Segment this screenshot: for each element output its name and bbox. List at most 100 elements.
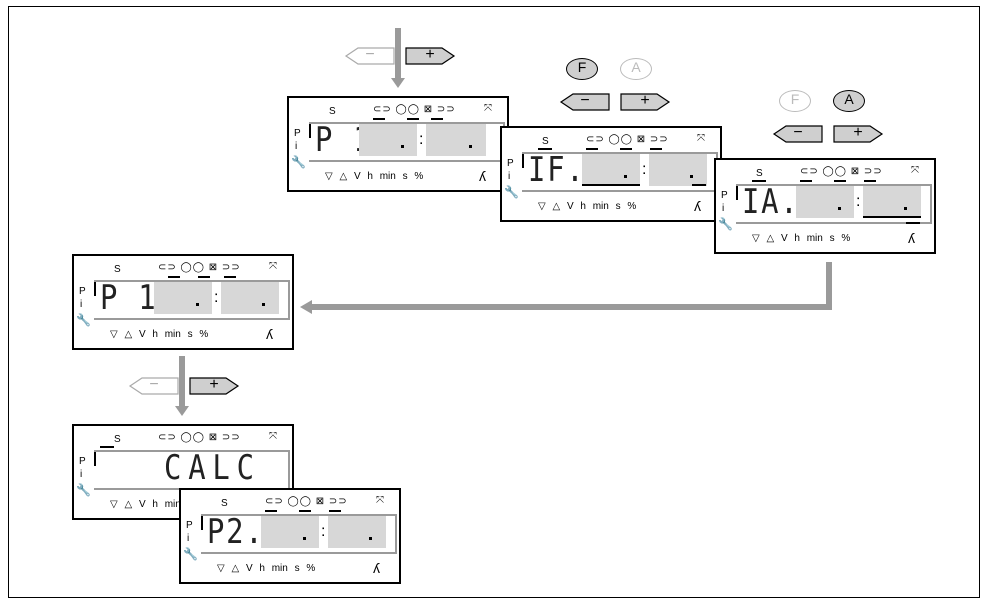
- underline-bar: [692, 184, 706, 186]
- minus-button-inactive[interactable]: −: [128, 376, 180, 396]
- lcd-frame: [736, 184, 932, 224]
- lambda-icon: ʎ: [373, 560, 380, 576]
- segment-code: P2.: [207, 512, 265, 552]
- value-field-1: [796, 186, 854, 218]
- segment-bar: [834, 180, 846, 182]
- minus-button[interactable]: −: [772, 124, 824, 144]
- decimal-point: [904, 207, 907, 210]
- down-arrow-head: [175, 406, 189, 416]
- segment-bar: [373, 118, 385, 120]
- display-panel-p2: S ⊂⊃ ◯◯ ⊠ ⊃⊃ ⤧ P i 🔧 P2. : ▽ △ V h min s…: [179, 488, 401, 584]
- wrench-icon: 🔧: [291, 155, 306, 169]
- f-button-inactive[interactable]: F: [779, 90, 811, 112]
- colon-separator: :: [321, 523, 326, 540]
- plus-button[interactable]: +: [619, 92, 671, 112]
- p-label: P: [79, 286, 86, 297]
- display-panel-if: S ⊂⊃ ◯◯ ⊠ ⊃⊃ ⤧ P i 🔧 IF. : ▽ △ V h min s…: [500, 126, 722, 222]
- colon-separator: :: [214, 289, 219, 306]
- i-label: i: [508, 171, 511, 182]
- segment-bar: [265, 510, 277, 512]
- segment-bar: [752, 180, 766, 182]
- status-symbols: ⊂⊃ ◯◯ ⊠ ⊃⊃: [158, 432, 241, 443]
- crossed-icon: ⤧: [269, 431, 277, 442]
- down-arrow-shaft: [395, 28, 401, 78]
- value-field-1: [154, 282, 212, 314]
- underline-bar: [906, 222, 920, 224]
- wrench-icon: 🔧: [718, 217, 733, 231]
- lcd-tick: [94, 452, 96, 466]
- units-row: ▽ △ V h min s %: [217, 563, 316, 574]
- display-panel-p1-mid: S ⊂⊃ ◯◯ ⊠ ⊃⊃ ⤧ P i 🔧 P 1. : ▽ △ V h min …: [72, 254, 294, 350]
- status-symbols: ⊂⊃ ◯◯ ⊠ ⊃⊃: [373, 104, 456, 115]
- segment-bar: [650, 148, 662, 150]
- status-symbols: ⊂⊃ ◯◯ ⊠ ⊃⊃: [265, 496, 348, 507]
- a-button-inactive[interactable]: A: [620, 58, 652, 80]
- colon-separator: :: [642, 161, 647, 178]
- minus-button[interactable]: −: [559, 92, 611, 112]
- lcd-tick: [201, 516, 203, 530]
- i-label: i: [187, 533, 190, 544]
- return-arrow-horizontal: [312, 304, 832, 310]
- value-field-2: [426, 124, 486, 156]
- lcd-frame: [94, 280, 290, 320]
- value-field-1: [359, 124, 417, 156]
- lcd-tick: [522, 154, 524, 168]
- i-label: i: [722, 203, 725, 214]
- lambda-icon: ʎ: [694, 198, 701, 214]
- lcd-tick: [94, 282, 96, 296]
- display-panel-ia: S ⊂⊃ ◯◯ ⊠ ⊃⊃ ⤧ P i 🔧 IA. : ▽ △ V h min s…: [714, 158, 936, 254]
- f-button-active[interactable]: F: [566, 58, 598, 80]
- decimal-point: [196, 303, 199, 306]
- plus-button[interactable]: +: [832, 124, 884, 144]
- p-label: P: [186, 520, 193, 531]
- status-symbols: ⊂⊃ ◯◯ ⊠ ⊃⊃: [800, 166, 883, 177]
- segment-bar: [299, 510, 311, 512]
- i-label: i: [295, 141, 298, 152]
- decimal-point: [303, 537, 306, 540]
- a-button-active[interactable]: A: [833, 90, 865, 112]
- segment-bar: [431, 118, 443, 120]
- lambda-icon: ʎ: [266, 326, 273, 342]
- plus-button-active[interactable]: +: [404, 46, 456, 66]
- segment-bar: [538, 148, 552, 150]
- value-field-1: [582, 154, 640, 186]
- minus-button-inactive[interactable]: −: [344, 46, 396, 66]
- value-field-2: [863, 186, 921, 218]
- segment-bar: [198, 276, 210, 278]
- lcd-tick: [736, 186, 738, 200]
- lambda-icon: ʎ: [479, 168, 486, 184]
- decimal-point: [262, 303, 265, 306]
- units-row: ▽ △ V h min s %: [110, 329, 209, 340]
- plus-button-active[interactable]: +: [188, 376, 240, 396]
- segment-bar: [864, 180, 876, 182]
- crossed-icon: ⤧: [484, 103, 492, 114]
- units-row: ▽ △ V h min s %: [752, 233, 851, 244]
- s-label: S: [329, 106, 336, 117]
- crossed-icon: ⤧: [376, 495, 384, 506]
- lcd-tick: [309, 124, 311, 138]
- s-label: S: [114, 264, 121, 275]
- wrench-icon: 🔧: [183, 547, 198, 561]
- wrench-icon: 🔧: [504, 185, 519, 199]
- display-panel-p1-top: S ⊂⊃ ◯◯ ⊠ ⊃⊃ ⤧ P i 🔧 P 1. : ▽ △ V h min …: [287, 96, 509, 192]
- units-row: ▽ △ V h min s %: [538, 201, 637, 212]
- segment-bar: [620, 148, 632, 150]
- segment-code: CALC: [164, 448, 261, 488]
- units-row: ▽ △ V h min s %: [325, 171, 424, 182]
- s-label: S: [114, 434, 121, 445]
- underline-bar: [863, 216, 921, 218]
- segment-bar: [168, 276, 180, 278]
- wrench-icon: 🔧: [76, 313, 91, 327]
- value-field-2: [328, 516, 386, 548]
- value-field-2: [221, 282, 279, 314]
- decimal-point: [469, 145, 472, 148]
- p-label: P: [721, 190, 728, 201]
- lcd-frame: [201, 514, 397, 554]
- return-arrow-vertical: [826, 262, 832, 310]
- colon-separator: :: [419, 131, 424, 148]
- s-label: S: [756, 168, 763, 179]
- crossed-icon: ⤧: [697, 133, 705, 144]
- crossed-icon: ⤧: [911, 165, 919, 176]
- p-label: P: [507, 158, 514, 169]
- down-arrow-head: [391, 78, 405, 88]
